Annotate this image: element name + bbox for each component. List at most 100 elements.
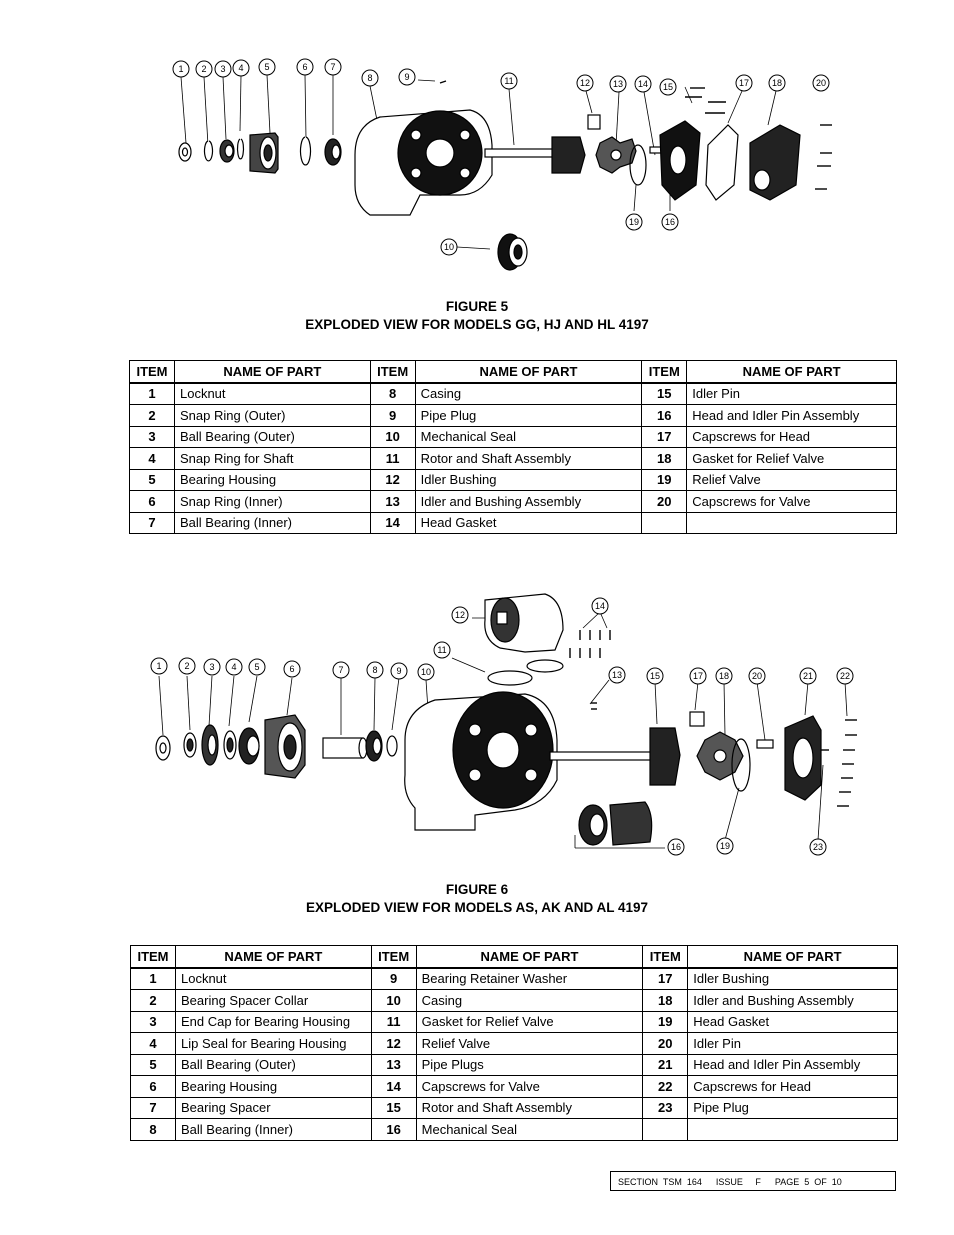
svg-text:10: 10 [421,667,431,677]
figure6-caption: EXPLODED VIEW FOR MODELS AS, AK AND AL 4… [305,900,649,915]
item-number-cell: 22 [642,1075,689,1098]
part-name-cell: Lip Seal for Bearing Housing [174,1032,372,1055]
part-name-cell: Casing [415,989,644,1012]
item-number-cell [642,1118,689,1141]
callout-12: 12 [451,606,469,624]
svg-text:18: 18 [772,78,782,88]
callout-15: 15 [659,78,677,96]
item-number-cell: 18 [641,447,688,470]
part-name-cell: Idler Bushing [687,967,898,990]
part-name-cell [687,1118,898,1141]
callout-8: 8 [361,69,379,87]
part-name-cell: Gasket for Relief Valve [415,1010,644,1033]
callout-17: 17 [735,74,753,92]
name-column-header: NAME OF PART [173,360,371,384]
item-number-cell: 5 [129,468,175,491]
item-number-cell: 1 [129,382,175,405]
svg-text:21: 21 [803,671,813,681]
item-number-cell: 13 [369,490,416,513]
svg-text:13: 13 [612,670,622,680]
footer-page: PAGE 5 OF 10 [774,1177,842,1187]
item-number-cell: 20 [641,490,688,513]
callout-7: 7 [324,58,342,76]
callout-10: 10 [417,663,435,681]
callout-16: 16 [667,838,685,856]
part-name-cell: Snap Ring (Outer) [173,404,371,427]
svg-text:8: 8 [367,73,372,83]
item-number-cell: 6 [129,490,175,513]
name-column-header: NAME OF PART [687,945,898,969]
svg-text:15: 15 [663,82,673,92]
item-number-cell: 4 [130,1032,176,1055]
item-number-cell: 16 [370,1118,417,1141]
svg-text:11: 11 [437,645,446,655]
part-name-cell: Pipe Plug [687,1096,898,1119]
callout-18: 18 [768,74,786,92]
item-number-cell [641,511,688,534]
item-number-cell: 4 [129,447,175,470]
part-name-cell: Bearing Retainer Washer [415,967,644,990]
callout-22: 22 [836,667,854,685]
callout-1: 1 [172,60,190,78]
callout-3: 3 [203,658,221,676]
item-number-cell: 10 [369,425,416,448]
svg-text:3: 3 [209,662,214,672]
item-number-cell: 3 [129,425,175,448]
item-column-header: ITEM [370,945,417,969]
part-name-cell: Snap Ring (Inner) [173,490,371,513]
callout-4: 4 [225,658,243,676]
svg-text:2: 2 [184,661,189,671]
part-name-cell: Idler Bushing [414,468,643,491]
item-number-cell: 14 [369,511,416,534]
svg-text:17: 17 [693,671,703,681]
item-number-cell: 6 [130,1075,176,1098]
item-column-header: ITEM [369,360,416,384]
svg-text:14: 14 [595,601,605,611]
callout-19: 19 [716,837,734,855]
svg-text:11: 11 [504,76,513,86]
svg-text:2: 2 [201,64,206,74]
callout-11: 11 [433,641,451,659]
name-column-header: NAME OF PART [414,360,643,384]
item-number-cell: 18 [642,989,689,1012]
part-name-cell: Idler Pin [686,382,897,405]
part-name-cell: Relief Valve [686,468,897,491]
item-column-header: ITEM [130,945,176,969]
svg-text:12: 12 [580,78,590,88]
item-number-cell: 2 [130,989,176,1012]
callout-5: 5 [248,658,266,676]
part-name-cell: End Cap for Bearing Housing [174,1010,372,1033]
part-name-cell: Mechanical Seal [415,1118,644,1141]
footer-issue: ISSUE F [715,1177,761,1187]
item-number-cell: 14 [370,1075,417,1098]
svg-text:15: 15 [650,671,660,681]
svg-text:19: 19 [629,217,639,227]
svg-text:5: 5 [254,662,259,672]
item-column-header: ITEM [129,360,175,384]
part-name-cell: Ball Bearing (Outer) [174,1053,372,1076]
svg-text:14: 14 [638,79,648,89]
item-number-cell: 10 [370,989,417,1012]
item-number-cell: 17 [641,425,688,448]
callout-9: 9 [390,662,408,680]
svg-text:19: 19 [720,841,730,851]
svg-text:9: 9 [396,666,401,676]
svg-text:6: 6 [289,664,294,674]
callout-4: 4 [232,59,250,77]
callout-21: 21 [799,667,817,685]
item-number-cell: 11 [369,447,416,470]
part-name-cell: Head Gasket [687,1010,898,1033]
part-name-cell: Capscrews for Head [687,1075,898,1098]
callout-14: 14 [591,597,609,615]
